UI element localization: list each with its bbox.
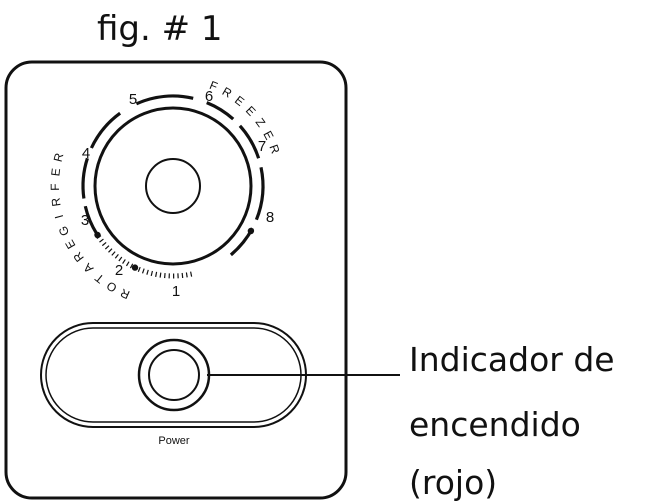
refrigerator-label-letter-8: R bbox=[70, 249, 87, 265]
refrigerator-label-letter-4: R bbox=[49, 197, 64, 208]
power-indicator-light bbox=[137, 338, 211, 412]
refrigerator-label-letter-3: F bbox=[48, 183, 62, 190]
refrigerator-label-letter-5: I bbox=[52, 213, 66, 220]
freezer-label-letter-1: F bbox=[207, 78, 219, 94]
dial-scale-freezer-range bbox=[81, 94, 265, 257]
marker-dot-8 bbox=[247, 227, 255, 235]
refrigerator-label-letter-6: G bbox=[56, 224, 73, 238]
dial-number-4: 4 bbox=[82, 145, 90, 162]
callout-line-3: (rojo) bbox=[409, 463, 497, 502]
dial-number-5: 5 bbox=[129, 91, 137, 108]
power-label: Power bbox=[158, 435, 190, 447]
refrigerator-label-letter-7: E bbox=[62, 237, 78, 251]
dial-scale-refrigerator-range bbox=[96, 234, 193, 279]
scale-segment-solid-5 bbox=[206, 101, 235, 121]
scale-segment-dotted-1 bbox=[136, 266, 193, 279]
scale-segment-solid-3 bbox=[89, 111, 122, 149]
power-indicator-lens bbox=[148, 349, 200, 401]
figure-title: fig. # 1 bbox=[97, 9, 223, 49]
dial-number-1: 1 bbox=[172, 283, 180, 300]
marker-dot-3 bbox=[94, 231, 101, 239]
scale-segment-solid-7 bbox=[254, 166, 265, 221]
refrigerator-label-letter-1: R bbox=[51, 151, 67, 163]
refrigerator-label-letter-12: R bbox=[118, 286, 132, 302]
dial-number-8: 8 bbox=[266, 209, 274, 226]
dial-scale-markers bbox=[94, 227, 255, 271]
freezer-label-letter-4: E bbox=[243, 103, 259, 118]
marker-dot-2 bbox=[131, 264, 139, 271]
freezer-label-letter-7: R bbox=[266, 143, 282, 156]
dial-center-cap bbox=[145, 158, 201, 214]
callout-line-1: Indicador de bbox=[409, 340, 615, 379]
refrigerator-label-letter-11: O bbox=[104, 278, 119, 295]
freezer-label-letter-5: Z bbox=[253, 115, 269, 129]
dial-outer-ring[interactable] bbox=[93, 106, 253, 266]
dial-number-2: 2 bbox=[115, 262, 123, 279]
scale-segment-solid-2 bbox=[81, 157, 89, 199]
temperature-dial[interactable] bbox=[93, 106, 253, 266]
control-panel bbox=[4, 60, 348, 500]
dial-number-7: 7 bbox=[258, 138, 266, 155]
refrigerator-label-letter-9: A bbox=[81, 260, 97, 276]
freezer-label-letter-3: E bbox=[232, 93, 247, 109]
freezer-label-letter-2: R bbox=[220, 84, 235, 101]
dial-number-3: 3 bbox=[81, 212, 89, 229]
scale-segment-dotted-2 bbox=[96, 234, 134, 269]
scale-segment-solid-6 bbox=[238, 124, 261, 159]
dial-number-6: 6 bbox=[205, 88, 213, 105]
callout-line-2: encendido bbox=[409, 405, 581, 444]
refrigerator-label-letter-10: T bbox=[92, 270, 107, 286]
refrigerator-label-letter-2: E bbox=[48, 167, 63, 177]
scale-segment-solid-4 bbox=[135, 94, 194, 106]
